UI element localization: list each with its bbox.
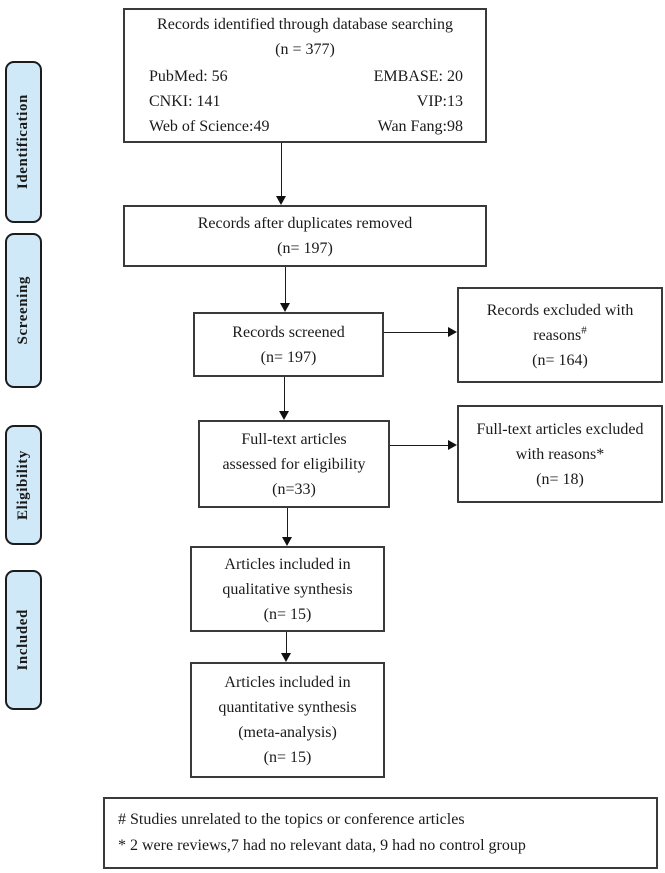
box-title: Records excluded with — [486, 301, 634, 319]
stage-screening-label: Screening — [15, 276, 31, 345]
arrow-down-icon — [279, 411, 289, 420]
source-vip: VIP:13 — [416, 93, 463, 110]
box-title: Articles included in — [224, 674, 351, 691]
database-sources: PubMed: 56 EMBASE: 20 CNKI: 141 VIP:13 W… — [125, 64, 485, 139]
source-pubmed: PubMed: 56 — [149, 68, 228, 85]
box-quantitative-synthesis: Articles included in quantitative synthe… — [190, 662, 385, 778]
stage-screening: Screening — [5, 233, 42, 388]
box-title-2: with reasons* — [515, 445, 605, 463]
box-footnotes: # Studies unrelated to the topics or con… — [103, 797, 658, 869]
arrow-screened-to-excluded — [384, 332, 448, 333]
stage-eligibility-label: Eligibility — [15, 450, 31, 520]
source-cnki: CNKI: 141 — [149, 93, 221, 110]
stage-identification-label: Identification — [15, 94, 31, 190]
box-fulltext-excluded: Full-text articles excluded with reasons… — [457, 405, 663, 503]
arrow-duplicates-to-screened — [285, 267, 286, 303]
box-count: (n= 197) — [277, 240, 333, 257]
box-qualitative-synthesis: Articles included in qualitative synthes… — [190, 546, 385, 632]
box-title-3: (meta-analysis) — [238, 724, 337, 741]
arrow-down-icon — [282, 537, 292, 546]
box-title-2: qualitative synthesis — [222, 580, 353, 598]
box-records-identified: Records identified through database sear… — [123, 8, 487, 143]
stage-included-label: Included — [15, 609, 31, 671]
box-count: (n= 164) — [532, 351, 588, 369]
arrow-down-icon — [281, 653, 291, 662]
footnote-asterisk: * 2 were reviews,7 had no relevant data,… — [118, 837, 526, 854]
arrow-down-icon — [276, 196, 286, 205]
box-count: (n= 15) — [263, 605, 312, 623]
source-wanfang: Wan Fang:98 — [377, 118, 463, 135]
box-title: Records screened — [232, 323, 345, 341]
box-title-2: quantitative synthesis — [218, 699, 357, 716]
box-title: Full-text articles excluded — [476, 420, 644, 438]
box-count: (n= 197) — [260, 348, 317, 366]
arrow-down-icon — [280, 303, 290, 312]
box-count: (n = 377) — [275, 41, 335, 58]
stage-included: Included — [5, 570, 42, 710]
stage-identification: Identification — [5, 61, 42, 223]
source-embase: EMBASE: 20 — [373, 68, 463, 85]
box-records-excluded: Records excluded with reasons# (n= 164) — [457, 287, 663, 383]
box-reasons: reasons# — [459, 323, 661, 348]
box-duplicates-removed: Records after duplicates removed (n= 197… — [123, 205, 487, 267]
box-title: Records identified through database sear… — [157, 16, 453, 33]
arrow-right-icon — [448, 327, 457, 337]
footnote-hash: # Studies unrelated to the topics or con… — [118, 811, 465, 828]
box-records-screened: Records screened (n= 197) — [193, 312, 384, 377]
box-title-2: assessed for eligibility — [222, 455, 366, 473]
box-count: (n= 15) — [263, 749, 312, 766]
box-fulltext-assessed: Full-text articles assessed for eligibil… — [198, 420, 390, 508]
reasons-text: reasons — [533, 326, 582, 344]
arrow-identified-to-duplicates — [281, 143, 282, 196]
arrow-fulltext-to-qualitative — [287, 508, 288, 537]
arrow-screened-to-fulltext — [284, 377, 285, 411]
box-count: (n=33) — [272, 480, 316, 498]
source-web-of-science: Web of Science:49 — [149, 118, 270, 135]
reasons-footnote-marker: # — [581, 324, 587, 337]
box-title: Articles included in — [224, 555, 351, 573]
arrow-right-icon — [448, 440, 457, 450]
box-title: Full-text articles — [241, 430, 347, 448]
box-title: Records after duplicates removed — [197, 215, 413, 232]
arrow-qualitative-to-quantitative — [286, 632, 287, 653]
arrow-fulltext-to-excluded — [390, 445, 448, 446]
box-count: (n= 18) — [536, 470, 584, 488]
stage-eligibility: Eligibility — [5, 425, 42, 545]
